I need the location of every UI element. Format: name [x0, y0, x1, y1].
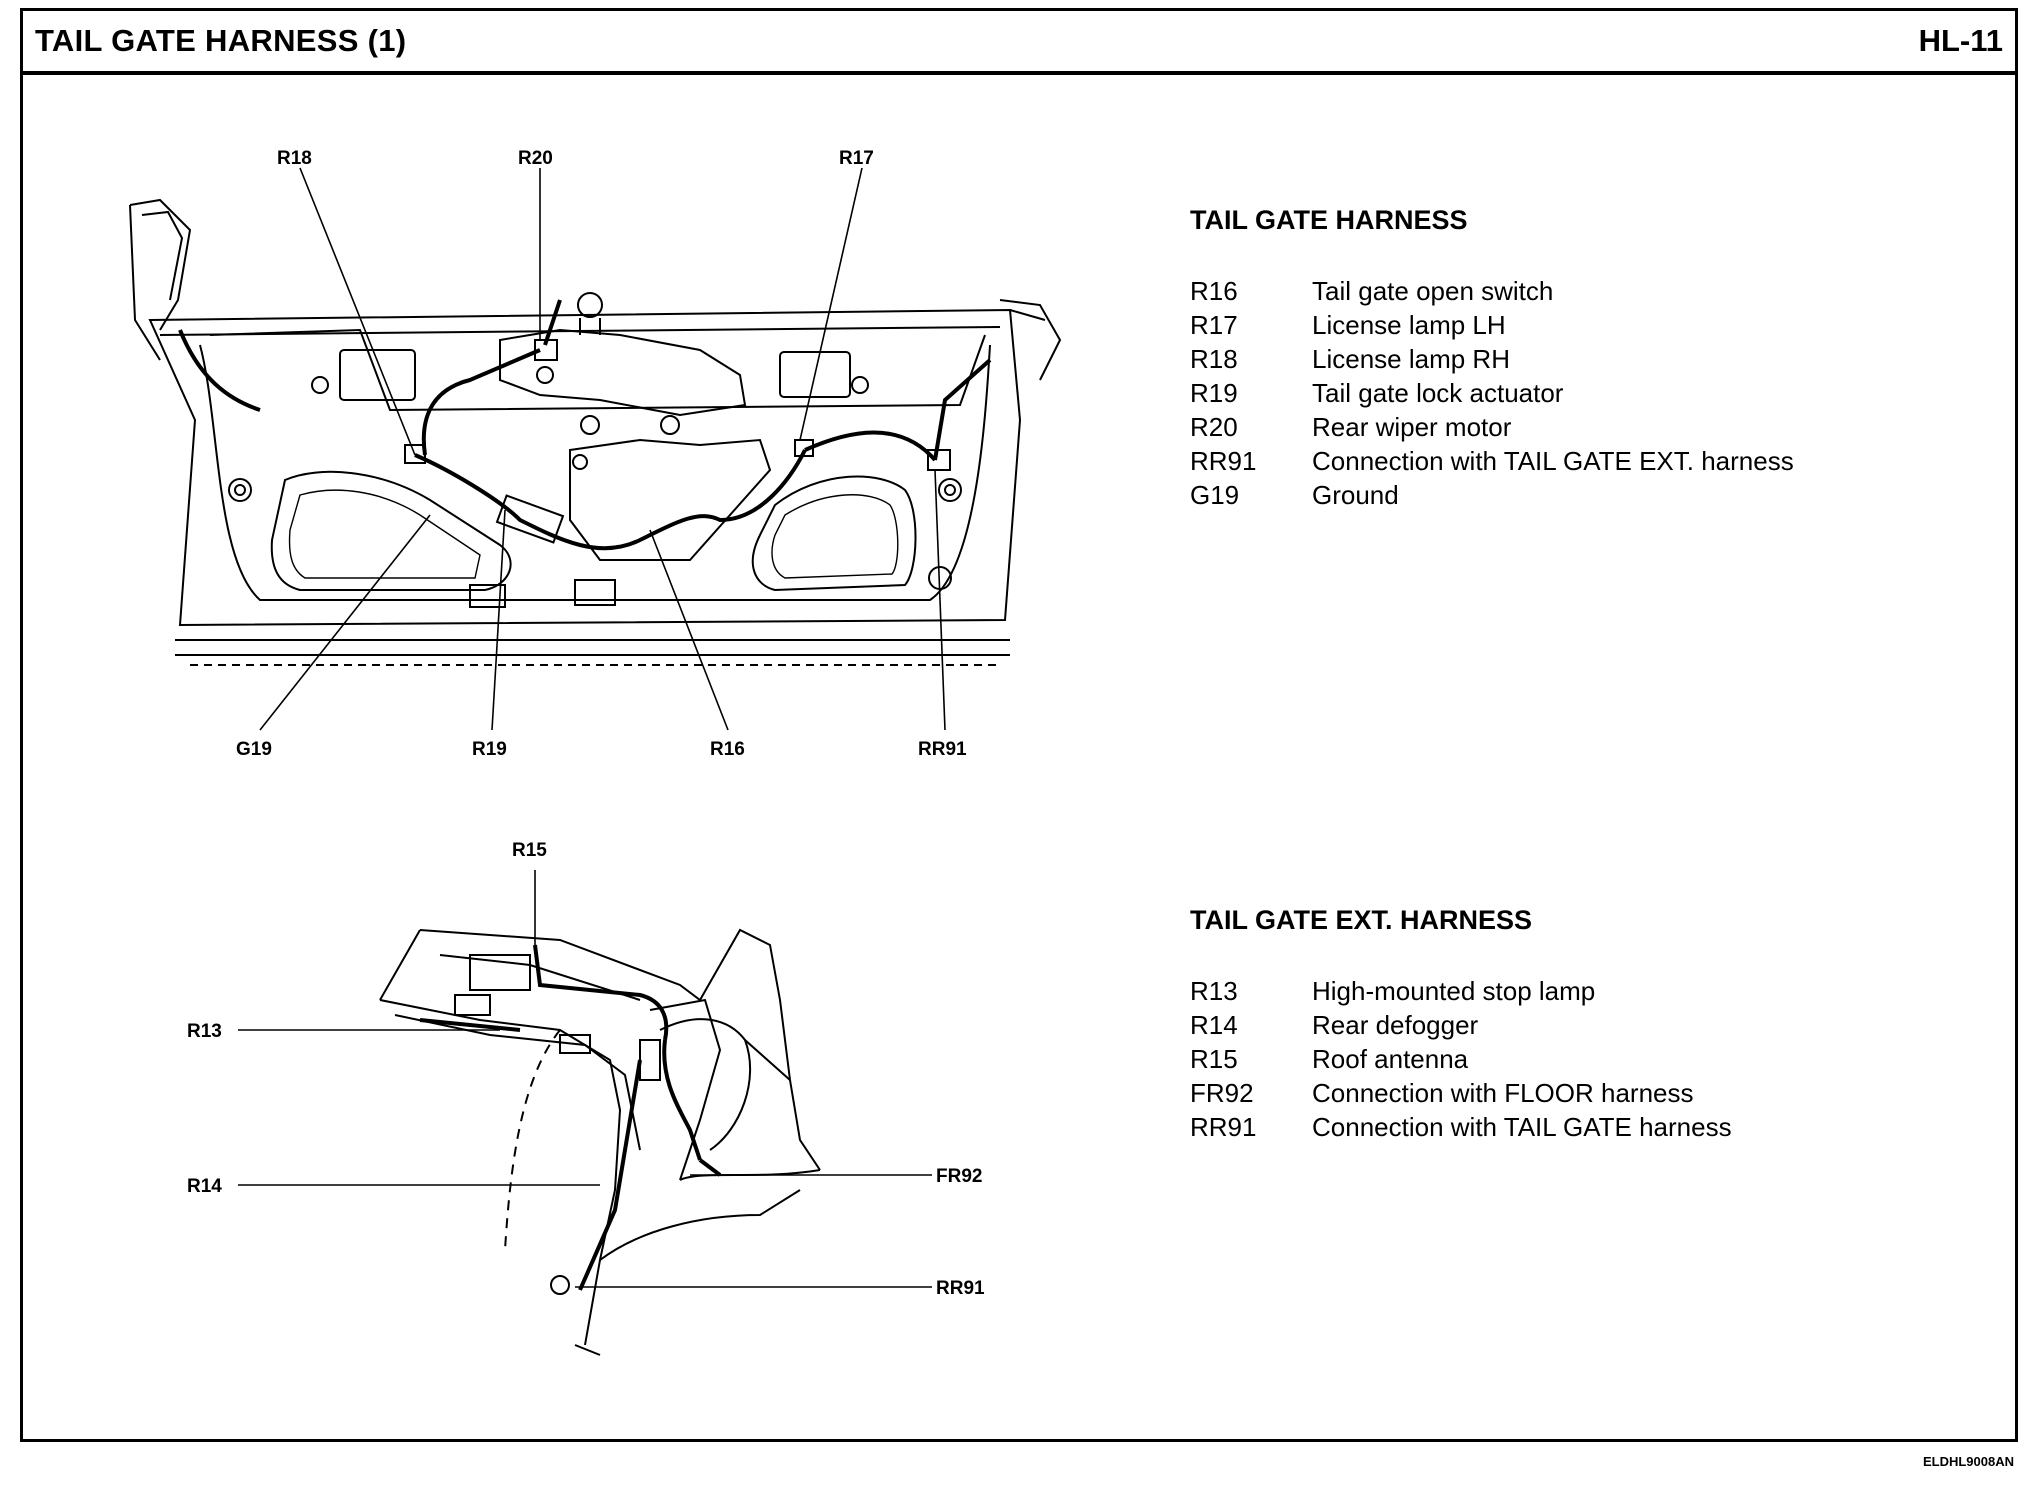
connector-description: Connection with FLOOR harness: [1312, 1078, 1694, 1108]
connector-description: Tail gate lock actuator: [1312, 378, 1564, 408]
label-r18: R18: [277, 148, 312, 169]
figure-code: ELDHL9008AN: [1922, 1454, 2014, 1469]
connector-description: License lamp LH: [1312, 310, 1506, 340]
legend-row: R16 Tail gate open switch: [1190, 274, 1794, 308]
legend-row: R14 Rear defogger: [1190, 1008, 1732, 1042]
legend-row: R18 License lamp RH: [1190, 342, 1794, 376]
bottom-leader-labels: R15 R13 R14 FR92 RR91: [187, 840, 985, 1299]
connector-description: Rear defogger: [1312, 1010, 1479, 1040]
label-r13: R13: [187, 1021, 222, 1042]
label-r17: R17: [839, 148, 874, 169]
legend-tail-gate-ext-harness: TAIL GATE EXT. HARNESS R13 High-mounted s…: [1190, 905, 1732, 1144]
legend-row: R17 License lamp LH: [1190, 308, 1794, 342]
connector-code: R20: [1190, 412, 1238, 442]
label-rr91-top: RR91: [918, 739, 967, 760]
legend-row: R13 High-mounted stop lamp: [1190, 974, 1732, 1008]
connector-code: R13: [1190, 976, 1238, 1006]
legend-row: RR91 Connection with TAIL GATE harness: [1190, 1110, 1732, 1144]
legend-heading: TAIL GATE EXT. HARNESS: [1190, 905, 1533, 935]
connector-code: RR91: [1190, 1112, 1257, 1142]
label-r19: R19: [472, 739, 507, 760]
label-rr91-bottom: RR91: [936, 1278, 985, 1299]
title-bar: TAIL GATE HARNESS (1) HL-11: [23, 11, 2015, 75]
connector-code: R14: [1190, 1010, 1238, 1040]
legend-tail-gate-harness: TAIL GATE HARNESS R16 Tail gate open swit…: [1190, 205, 1794, 512]
connector-code: FR92: [1190, 1078, 1254, 1108]
page-title: TAIL GATE HARNESS (1): [35, 23, 407, 58]
connector-code: R16: [1190, 276, 1238, 306]
connector-description: High-mounted stop lamp: [1312, 976, 1596, 1006]
top-leader-labels: R18 R20 R17 G19 R19 R16 RR91: [236, 148, 967, 760]
connector-description: Connection with TAIL GATE EXT. harness: [1312, 446, 1794, 476]
label-r14: R14: [187, 1176, 222, 1197]
connector-code: R17: [1190, 310, 1238, 340]
tail-gate-harness-wires: [178, 299, 992, 551]
legend-row: R20 Rear wiper motor: [1190, 410, 1794, 444]
connector-description: Roof antenna: [1312, 1044, 1469, 1074]
label-r16: R16: [710, 739, 745, 760]
connector-description: Rear wiper motor: [1312, 412, 1512, 442]
legend-row: FR92 Connection with FLOOR harness: [1190, 1076, 1732, 1110]
page-id: HL-11: [1918, 23, 2003, 58]
legend-row: G19 Ground: [1190, 478, 1794, 512]
legend-row: R19 Tail gate lock actuator: [1190, 376, 1794, 410]
label-r20: R20: [518, 148, 553, 169]
connector-code: G19: [1190, 480, 1240, 510]
legend-row: RR91 Connection with TAIL GATE EXT. harne…: [1190, 444, 1794, 478]
label-g19: G19: [236, 739, 272, 760]
tail-gate-panel-drawing: [129, 198, 1062, 666]
connector-description: Connection with TAIL GATE harness: [1312, 1112, 1732, 1142]
legend-heading: TAIL GATE HARNESS: [1190, 205, 1468, 235]
connector-code: R18: [1190, 344, 1238, 374]
page-frame: TAIL GATE HARNESS (1) HL-11: [20, 8, 2018, 1442]
legend-row: R15 Roof antenna: [1190, 1042, 1732, 1076]
connector-code: R19: [1190, 378, 1238, 408]
tail-gate-ext-drawing: [379, 928, 821, 1356]
label-fr92: FR92: [936, 1166, 982, 1187]
top-leader-lines: [259, 167, 946, 731]
connector-code: R15: [1190, 1044, 1238, 1074]
tail-gate-ext-harness-wires: [419, 944, 722, 1291]
label-r15: R15: [512, 840, 547, 861]
connector-description: License lamp RH: [1312, 344, 1510, 374]
connector-description: Tail gate open switch: [1312, 276, 1554, 306]
connector-description: Ground: [1312, 480, 1399, 510]
bottom-leader-lines: [238, 870, 932, 1288]
connector-code: RR91: [1190, 446, 1257, 476]
